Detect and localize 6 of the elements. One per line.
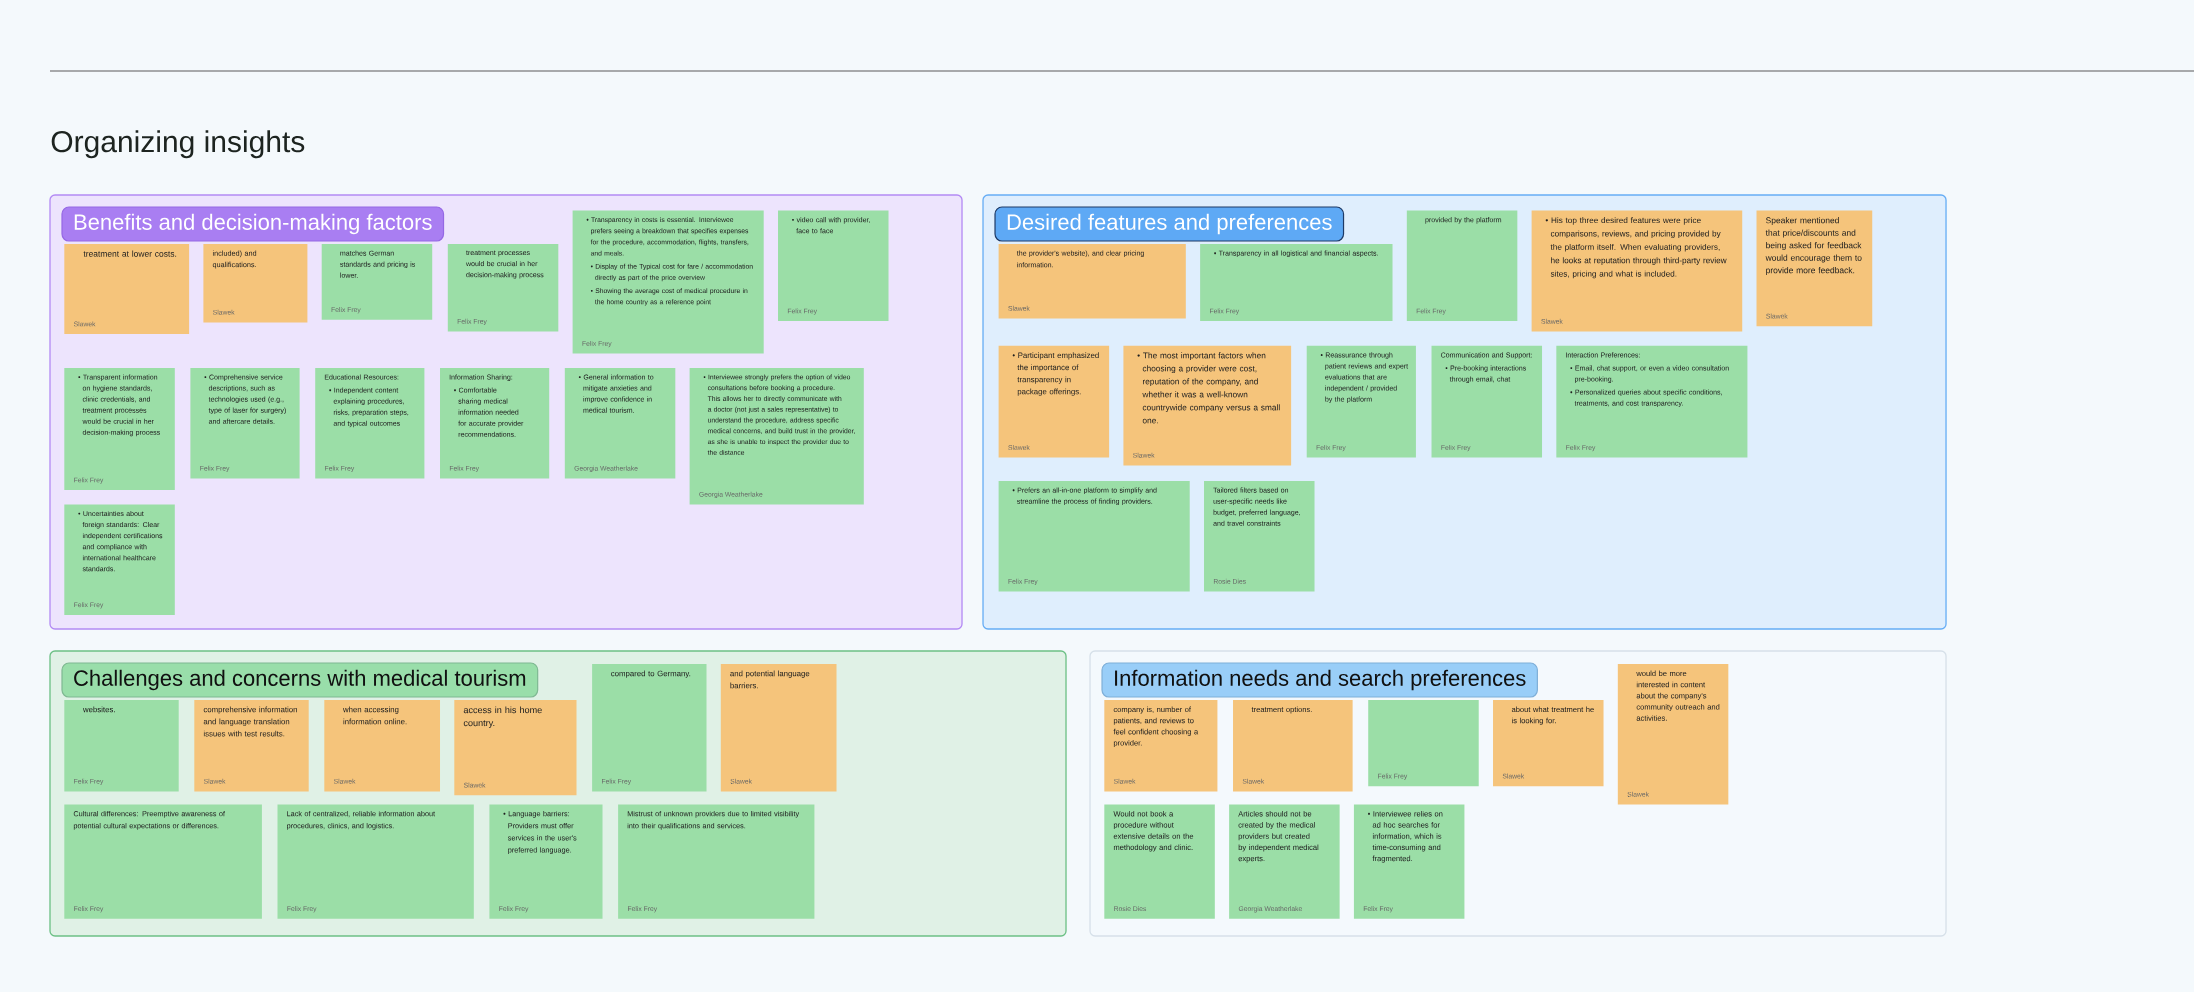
page-title: Organizing insights <box>51 130 305 159</box>
section-title: Information needs and search preferences <box>1101 662 1538 698</box>
section-title: Benefits and decision-making factors <box>61 206 445 242</box>
sticky-note <box>1368 700 1479 787</box>
section-title: Challenges and concerns with medical tourism <box>61 662 539 698</box>
section-title: Desired features and preferences <box>994 206 1345 242</box>
